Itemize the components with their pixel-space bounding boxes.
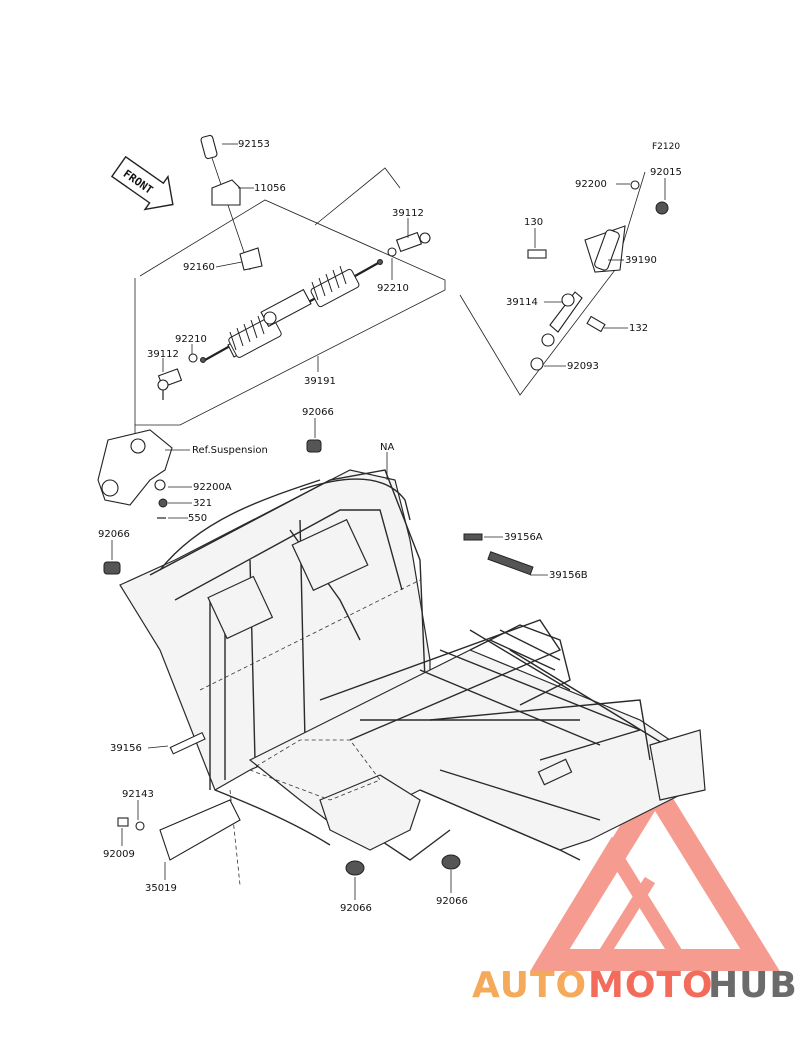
steering-rack-group [134,167,446,451]
washer-92093 [530,357,544,371]
nut-321 [158,498,168,508]
label-92015: 92015 [650,167,682,178]
watermark-logo [530,769,780,971]
label-92200: 92200 [575,179,607,190]
washer-92200A [154,479,166,491]
label-92066-bottom1: 92066 [340,903,372,914]
label-132: 132 [629,323,648,334]
floor-outline [249,739,381,801]
label-92066-top: 92066 [302,407,334,418]
label-92066-bottom2: 92066 [436,896,468,907]
watermark-auto: AUTO [472,965,587,1006]
bolt-92153 [200,134,251,271]
label-39114: 39114 [506,297,538,308]
label-39156: 39156 [110,743,142,754]
nut-right [387,247,397,257]
label-11056: 11056 [254,183,286,194]
tie-rod-end-right [395,231,431,253]
label-35019: 35019 [145,883,177,894]
front-arrow-icon: FRONT [110,155,174,211]
mount-92066-top [306,439,322,453]
label-39156B: 39156B [549,570,588,581]
label-39190: 39190 [625,255,657,266]
guard-plate-35019 [159,799,241,861]
bolt-130 [527,249,547,259]
tie-rod-end-left [157,368,183,400]
label-130: 130 [524,217,543,228]
label-39112-top: 39112 [392,208,424,219]
label-39191: 39191 [304,376,336,387]
mount-92066-bottom1 [345,860,365,876]
strip-39156B [487,551,534,576]
label-92210-left: 92210 [175,334,207,345]
mount-92066-left [103,561,121,575]
part-labels: 92153 11056 92160 39112 92210 92210 3911… [98,139,682,914]
label-92200A: 92200A [193,482,232,493]
knuckle-ref [97,429,173,506]
main-frame [119,469,706,861]
washer-left [200,357,206,363]
nut-92015 [655,201,669,215]
clamp-11056 [211,179,241,206]
label-92160: 92160 [183,262,215,273]
label-na: NA [380,442,394,453]
bushing-92160 [239,247,263,271]
strip-39156 [169,731,206,755]
diagram-code: F2120 [652,142,680,152]
steering-rack [204,261,381,361]
label-92153: 92153 [238,139,270,150]
linkage-group [459,171,669,396]
washer-92143 [135,821,145,831]
label-92143: 92143 [122,789,154,800]
label-550: 550 [188,513,207,524]
mount-92066-bottom2 [441,854,461,870]
watermark-text: AUTO MOTO HUB [472,965,798,1006]
strip-39156A [463,533,483,541]
bolt-132 [586,315,606,333]
bolt-92009 [117,817,129,827]
label-39112-left: 39112 [147,349,179,360]
watermark-moto: MOTO [588,965,714,1006]
label-92210-top: 92210 [377,283,409,294]
nut-left [188,353,198,363]
label-92093: 92093 [567,361,599,372]
label-92009: 92009 [103,849,135,860]
label-ref-suspension: Ref.Suspension [192,445,268,456]
washer-right [377,259,383,265]
label-321: 321 [193,498,212,509]
washer-92200 [630,180,640,190]
label-92066-left: 92066 [98,529,130,540]
watermark-hub: HUB [708,965,798,1006]
label-39156A: 39156A [504,532,543,543]
